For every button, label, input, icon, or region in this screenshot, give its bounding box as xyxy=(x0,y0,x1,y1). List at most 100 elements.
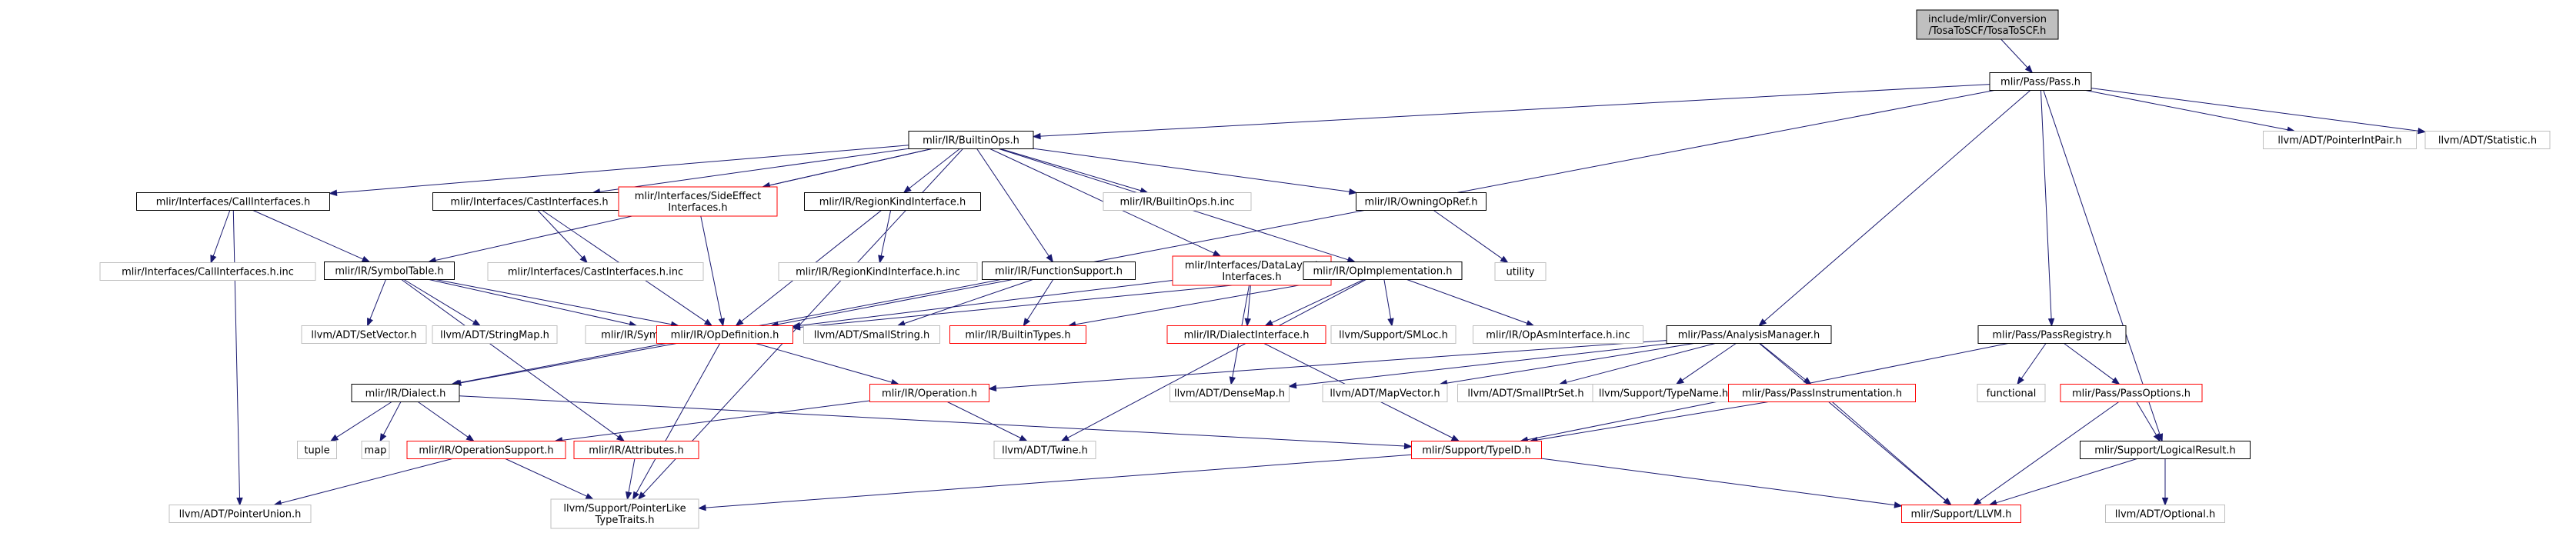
edge-builtinops-to-regionkind xyxy=(903,148,960,194)
edge-line xyxy=(996,340,1667,389)
edge-arrowhead xyxy=(1046,254,1054,263)
node-attributes[interactable]: mlir/IR/Attributes.h xyxy=(573,441,699,459)
node-label: mlir/IR/RegionKindInterface.h.inc xyxy=(796,267,960,278)
node-logicalresult[interactable]: mlir/Support/LogicalResult.h xyxy=(2080,441,2251,459)
edge-line xyxy=(1979,401,2120,501)
node-box xyxy=(406,441,566,459)
node-typeid[interactable]: mlir/Support/TypeID.h xyxy=(1411,441,1542,459)
nodes-layer: include/mlir/Conversion/TosaToSCF/TosaTo… xyxy=(99,9,2551,529)
edge-builtinops-to-owningopref xyxy=(1033,148,1358,195)
node-label: llvm/Support/SMLoc.h xyxy=(1339,330,1448,341)
edge-passoptions-to-llvm xyxy=(1973,401,2120,506)
edge-line xyxy=(369,279,386,320)
node-functionsupport[interactable]: mlir/IR/FunctionSupport.h xyxy=(982,262,1136,280)
edge-symboltable-to-stringmap xyxy=(403,279,482,327)
edge-opimplementation-to-opdefinition xyxy=(792,278,1304,331)
node-callinterfacesinc: mlir/Interfaces/CallInterfaces.h.inc xyxy=(99,262,316,281)
node-smallstring: llvm/ADT/SmallString.h xyxy=(803,325,940,344)
edge-logicalresult-to-optional xyxy=(2161,458,2169,506)
edge-dialect-to-tuple xyxy=(329,401,392,442)
node-passoptions[interactable]: mlir/Pass/PassOptions.h xyxy=(2060,384,2203,402)
edge-arrowhead xyxy=(1758,318,1767,327)
edge-line xyxy=(403,279,475,323)
node-builtintypes[interactable]: mlir/IR/BuiltinTypes.h xyxy=(949,325,1086,344)
edge-line xyxy=(1446,343,1694,384)
edge-line xyxy=(336,401,392,438)
edge-line xyxy=(880,210,892,256)
edge-pass-to-analysismanager xyxy=(1758,90,2031,327)
node-callinterfaces[interactable]: mlir/Interfaces/CallInterfaces.h xyxy=(136,192,330,211)
edge-line xyxy=(459,395,1405,447)
edge-analysismanager-to-llvm xyxy=(1759,343,1952,506)
node-map: map xyxy=(361,441,390,459)
node-opimplementation[interactable]: mlir/IR/OpImplementation.h xyxy=(1303,262,1463,280)
node-castinterfaces[interactable]: mlir/Interfaces/CastInterfaces.h xyxy=(432,192,626,211)
edge-arrowhead xyxy=(1060,435,1070,442)
edge-arrowhead xyxy=(236,497,243,506)
node-label: mlir/Interfaces/CastInterfaces.h.inc xyxy=(508,267,683,278)
node-label: mlir/Pass/PassOptions.h xyxy=(2072,388,2191,400)
node-operation[interactable]: mlir/IR/Operation.h xyxy=(869,384,989,402)
node-box xyxy=(297,441,337,459)
edge-line xyxy=(777,279,1013,325)
node-label: Interfaces.h xyxy=(1222,271,1281,283)
edge-arrowhead xyxy=(718,318,725,327)
edge-line xyxy=(460,343,677,384)
edge-line xyxy=(799,278,1304,328)
edge-arrowhead xyxy=(703,318,713,327)
node-box xyxy=(1356,192,1487,211)
node-utility: utility xyxy=(1494,262,1547,281)
node-regionkind[interactable]: mlir/IR/RegionKindInterface.h xyxy=(804,192,981,211)
edge-operation-to-operationsupport xyxy=(554,400,870,444)
edge-arrowhead xyxy=(878,255,885,264)
node-opdefinition[interactable]: mlir/IR/OpDefinition.h xyxy=(656,325,793,344)
node-passregistry[interactable]: mlir/Pass/PassRegistry.h xyxy=(1977,325,2127,344)
node-owningopref[interactable]: mlir/IR/OwningOpRef.h xyxy=(1356,192,1487,211)
edge-callinterfaces-to-pointerunion xyxy=(232,210,243,506)
edge-line xyxy=(382,401,402,435)
node-label: mlir/Interfaces/SideEffect xyxy=(635,191,762,202)
edge-passregistry-to-passoptions xyxy=(2064,343,2121,385)
edge-arrowhead xyxy=(792,324,801,331)
edge-pass-to-pointerintpair xyxy=(2085,90,2296,133)
node-dialect[interactable]: mlir/IR/Dialect.h xyxy=(351,384,460,402)
edge-line xyxy=(1681,343,1737,381)
node-label: mlir/Support/TypeID.h xyxy=(1422,445,1530,457)
edge-dialect-to-typeid xyxy=(459,395,1413,450)
node-symboltable[interactable]: mlir/IR/SymbolTable.h xyxy=(324,262,455,280)
edge-line xyxy=(1039,84,1990,137)
edge-line xyxy=(756,343,893,383)
edge-line xyxy=(799,280,1173,326)
node-pass[interactable]: mlir/Pass/Pass.h xyxy=(1989,72,2092,91)
node-optional: llvm/ADT/Optional.h xyxy=(2105,505,2225,523)
node-analysismanager[interactable]: mlir/Pass/AnalysisManager.h xyxy=(1666,325,1832,344)
node-label: mlir/Interfaces/CallInterfaces.h xyxy=(156,197,311,208)
edge-opdefinition-to-dialect xyxy=(452,343,677,386)
edge-symboltable-to-opdefinition xyxy=(435,279,679,328)
edge-arrowhead xyxy=(1019,435,1028,442)
node-passinstrumentation[interactable]: mlir/Pass/PassInstrumentation.h xyxy=(1728,384,1916,402)
edge-arrowhead xyxy=(210,255,217,264)
node-typename: llvm/Support/TypeName.h xyxy=(1592,384,1735,402)
node-label: llvm/ADT/DenseMap.h xyxy=(1174,388,1285,400)
edge-line xyxy=(636,343,721,494)
node-builtinops[interactable]: mlir/IR/BuiltinOps.h xyxy=(908,131,1034,149)
edge-line xyxy=(904,279,1033,325)
node-box xyxy=(803,325,940,344)
edge-line xyxy=(336,145,909,194)
node-box xyxy=(301,325,427,344)
node-llvm[interactable]: mlir/Support/LLVM.h xyxy=(1901,505,2021,523)
node-tuple: tuple xyxy=(297,441,337,459)
node-dialectinterface[interactable]: mlir/IR/DialectInterface.h xyxy=(1166,325,1326,344)
edge-line xyxy=(1271,279,1364,324)
node-operationsupport[interactable]: mlir/IR/OperationSupport.h xyxy=(406,441,566,459)
edge-line xyxy=(1537,401,1769,441)
edge-arrowhead xyxy=(1973,498,1982,506)
edge-line xyxy=(700,215,722,319)
node-box xyxy=(1989,72,2092,91)
edge-arrowhead xyxy=(1212,250,1222,257)
